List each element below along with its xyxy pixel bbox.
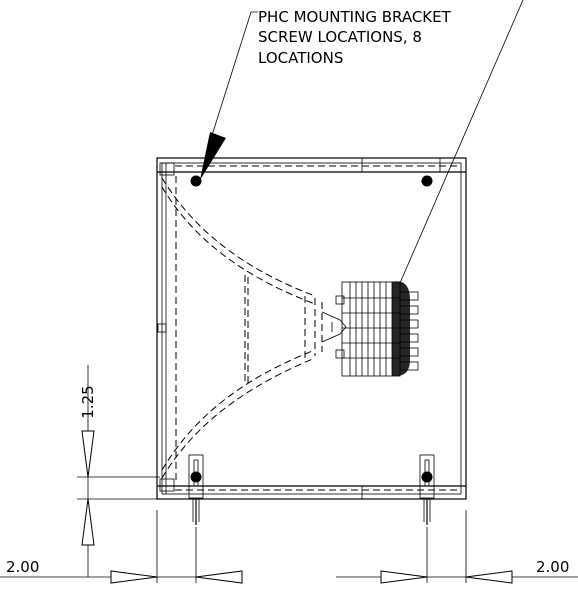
screw-bottom-left (190, 471, 202, 483)
screw-top-right (421, 175, 433, 187)
dim-left-arrow-2 (195, 570, 243, 584)
foot-right-bracket (419, 454, 435, 499)
driver-throat (321, 311, 347, 343)
horn-lower-inner (161, 349, 316, 471)
foot-left-thread (192, 499, 200, 522)
callout-line-1: PHC MOUNTING BRACKET (258, 8, 452, 26)
side-tab (157, 323, 167, 333)
horn-upper-inner (161, 186, 316, 305)
driver-assembly (335, 281, 419, 377)
horn-waveguide (161, 176, 347, 484)
dimension-vertical: 1.25 (77, 365, 160, 577)
foot-right-slot (424, 459, 430, 487)
enclosure (156, 157, 467, 500)
enclosure-inner-wall (161, 162, 462, 495)
foot-right-thread (423, 499, 431, 522)
leader-arrowhead-screw (200, 132, 226, 180)
foot-left-bracket (188, 454, 204, 499)
callout-line-2: SCREW LOCATIONS, 8 (258, 28, 422, 46)
horn-upper-outer (161, 177, 316, 297)
dimension-right: 2.00 (336, 510, 578, 584)
dim-arrow-up (81, 498, 95, 546)
mounting-feet (188, 454, 435, 525)
screw-bottom-right (421, 471, 433, 483)
dim-right-value: 2.00 (536, 558, 569, 576)
leader-line-connector (399, 0, 524, 284)
dim-left-arrow-1 (110, 570, 158, 584)
screw-locations (190, 175, 433, 483)
dim-right-arrow-2 (465, 570, 513, 584)
foot-left-slot (193, 459, 199, 487)
dimension-left: 2.00 (0, 510, 243, 584)
leader-line-screw (207, 11, 258, 149)
horn-lower-outer (161, 357, 316, 479)
top-corner-block (159, 162, 175, 176)
screw-top-left (190, 175, 202, 187)
driver-body (341, 281, 401, 377)
dim-left-value: 2.00 (6, 558, 39, 576)
leader-lines (200, 0, 524, 284)
bottom-corner-block (159, 478, 175, 492)
callout-note: PHC MOUNTING BRACKET SCREW LOCATIONS, 8 … (258, 8, 452, 67)
connector-highlight (392, 281, 410, 377)
driver-fins (342, 282, 400, 376)
enclosure-outline (156, 157, 467, 500)
callout-line-3: LOCATIONS (258, 49, 343, 67)
dim-vertical-value: 1.25 (79, 385, 97, 418)
dim-right-arrow-1 (380, 570, 428, 584)
dim-arrow-down (81, 430, 95, 478)
